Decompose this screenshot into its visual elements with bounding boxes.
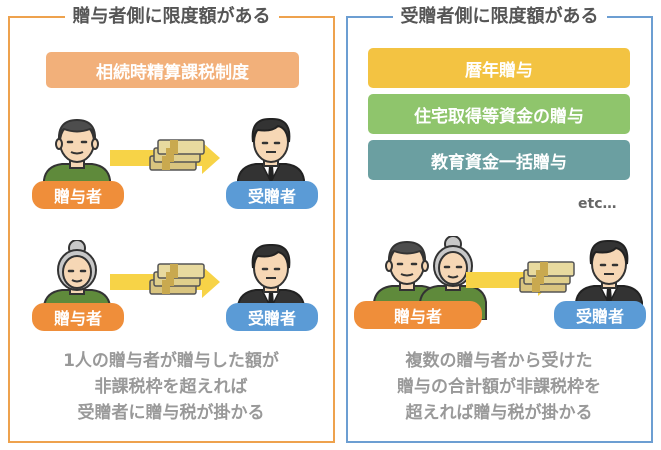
description-line: 複数の贈与者から受けた — [405, 351, 593, 371]
description-line: 贈与の合計額が非課税枠を — [397, 377, 601, 397]
right-panel-title: 受贈者側に限度額がある — [392, 4, 607, 30]
etc-label: etc… — [578, 196, 617, 212]
money-stack-icon — [519, 261, 575, 293]
left-panel: 贈与者側に限度額がある 相続時精算課税制度 贈与者 受贈者 贈与者 受贈者 1人… — [8, 4, 335, 443]
description-line: 超えれば贈与税が掛かる — [405, 403, 593, 423]
receiver-tag: 受贈者 — [226, 181, 318, 209]
item-pill-education: 教育資金一括贈与 — [368, 140, 630, 180]
money-stack-icon — [149, 263, 205, 295]
right-description: 複数の贈与者から受けた 贈与の合計額が非課税枠を 超えれば贈与税が掛かる — [348, 348, 650, 426]
description-line: 非課税枠を超えれば — [94, 377, 248, 397]
item-pill-reki: 暦年贈与 — [368, 48, 630, 88]
left-panel-title: 贈与者側に限度額がある — [64, 4, 279, 30]
giver-tag: 贈与者 — [32, 303, 124, 331]
giver-tag: 贈与者 — [32, 181, 124, 209]
receiver-tag: 受贈者 — [554, 301, 646, 329]
left-description: 1人の贈与者が贈与した額が 非課税枠を超えれば 受贈者に贈与税が掛かる — [10, 348, 332, 426]
description-line: 受贈者に贈与税が掛かる — [77, 403, 265, 423]
receiver-tag: 受贈者 — [226, 303, 318, 331]
money-stack-icon — [149, 139, 205, 171]
system-label-pill: 相続時精算課税制度 — [46, 52, 299, 88]
right-panel: 受贈者側に限度額がある 暦年贈与 住宅取得等資金の贈与 教育資金一括贈与 etc… — [346, 4, 653, 443]
giver-tag: 贈与者 — [354, 301, 482, 329]
item-pill-housing: 住宅取得等資金の贈与 — [368, 94, 630, 134]
description-line: 1人の贈与者が贈与した額が — [63, 351, 279, 371]
